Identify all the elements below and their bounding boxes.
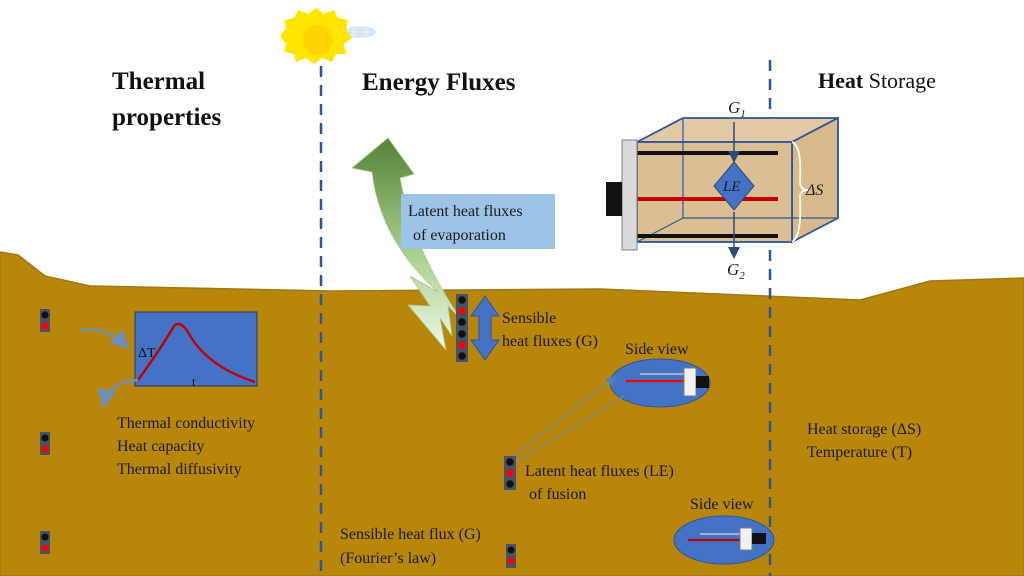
g2-label: G2 xyxy=(727,260,745,282)
heat-storage-line2: Temperature (T) xyxy=(807,444,912,461)
sensible-line1: Sensible xyxy=(502,310,556,327)
graph-y-label: ΔT xyxy=(138,346,156,361)
pointer-to-side-view-upper xyxy=(512,376,617,457)
sensible-flux-line1: Sensible heat flux (G) xyxy=(340,526,481,543)
sensor-probe-left-top xyxy=(40,309,50,332)
sensor-probe-bottom-center xyxy=(506,544,516,568)
sensor-probe-left-bottom xyxy=(40,531,50,554)
latent-fusion-line2: of fusion xyxy=(529,486,586,503)
graph-input-arrow xyxy=(79,328,130,350)
heading-thermal-line2: properties xyxy=(112,104,222,131)
sensor-probe-center-double xyxy=(456,294,468,362)
sensible-flux-line2: (Fourier’s law) xyxy=(340,550,436,567)
heading-thermal-line1: Thermal xyxy=(112,68,205,95)
latent-evaporation-line2: of evaporation xyxy=(413,227,506,244)
delta-s-label: ΔS xyxy=(805,182,823,199)
side-view-2-probe xyxy=(673,515,775,565)
side-view-1-probe xyxy=(609,358,711,408)
le-label: LE xyxy=(722,179,741,195)
heat-pulse-graph xyxy=(134,311,258,387)
heat-capacity-text: Heat capacity xyxy=(117,438,205,455)
sensible-flux-double-arrow xyxy=(470,295,500,361)
heading-heat-bold: Heat xyxy=(818,68,864,93)
sensor-probe-fusion xyxy=(504,456,516,490)
g1-label: G1 xyxy=(728,98,746,120)
side-view-1-label: Side view xyxy=(625,341,689,358)
graph-output-arrow xyxy=(97,378,139,409)
thermal-diffusivity-text: Thermal diffusivity xyxy=(117,461,242,478)
sensor-probe-left-mid xyxy=(40,432,50,455)
latent-fusion-line1: Latent heat fluxes (LE) xyxy=(525,463,674,480)
pointer-to-side-view-lower xyxy=(515,395,625,463)
heading-energy-fluxes: Energy Fluxes xyxy=(362,69,516,96)
side-view-2-label: Side view xyxy=(690,496,754,513)
latent-evaporation-line1: Latent heat fluxes xyxy=(408,203,523,220)
sensible-line2: heat fluxes (G) xyxy=(502,333,598,350)
thermal-conductivity-text: Thermal conductivity xyxy=(117,415,255,432)
graph-x-label: t xyxy=(192,374,196,389)
heat-storage-box xyxy=(606,116,839,259)
heat-storage-line1: Heat storage (ΔS) xyxy=(807,421,921,438)
heading-heat-rest: Storage xyxy=(863,68,936,93)
sun-icon xyxy=(280,8,376,64)
soil-ground xyxy=(0,251,1024,576)
latent-evaporation-box xyxy=(401,194,555,249)
heading-heat-storage: Heat Storage xyxy=(818,68,936,93)
